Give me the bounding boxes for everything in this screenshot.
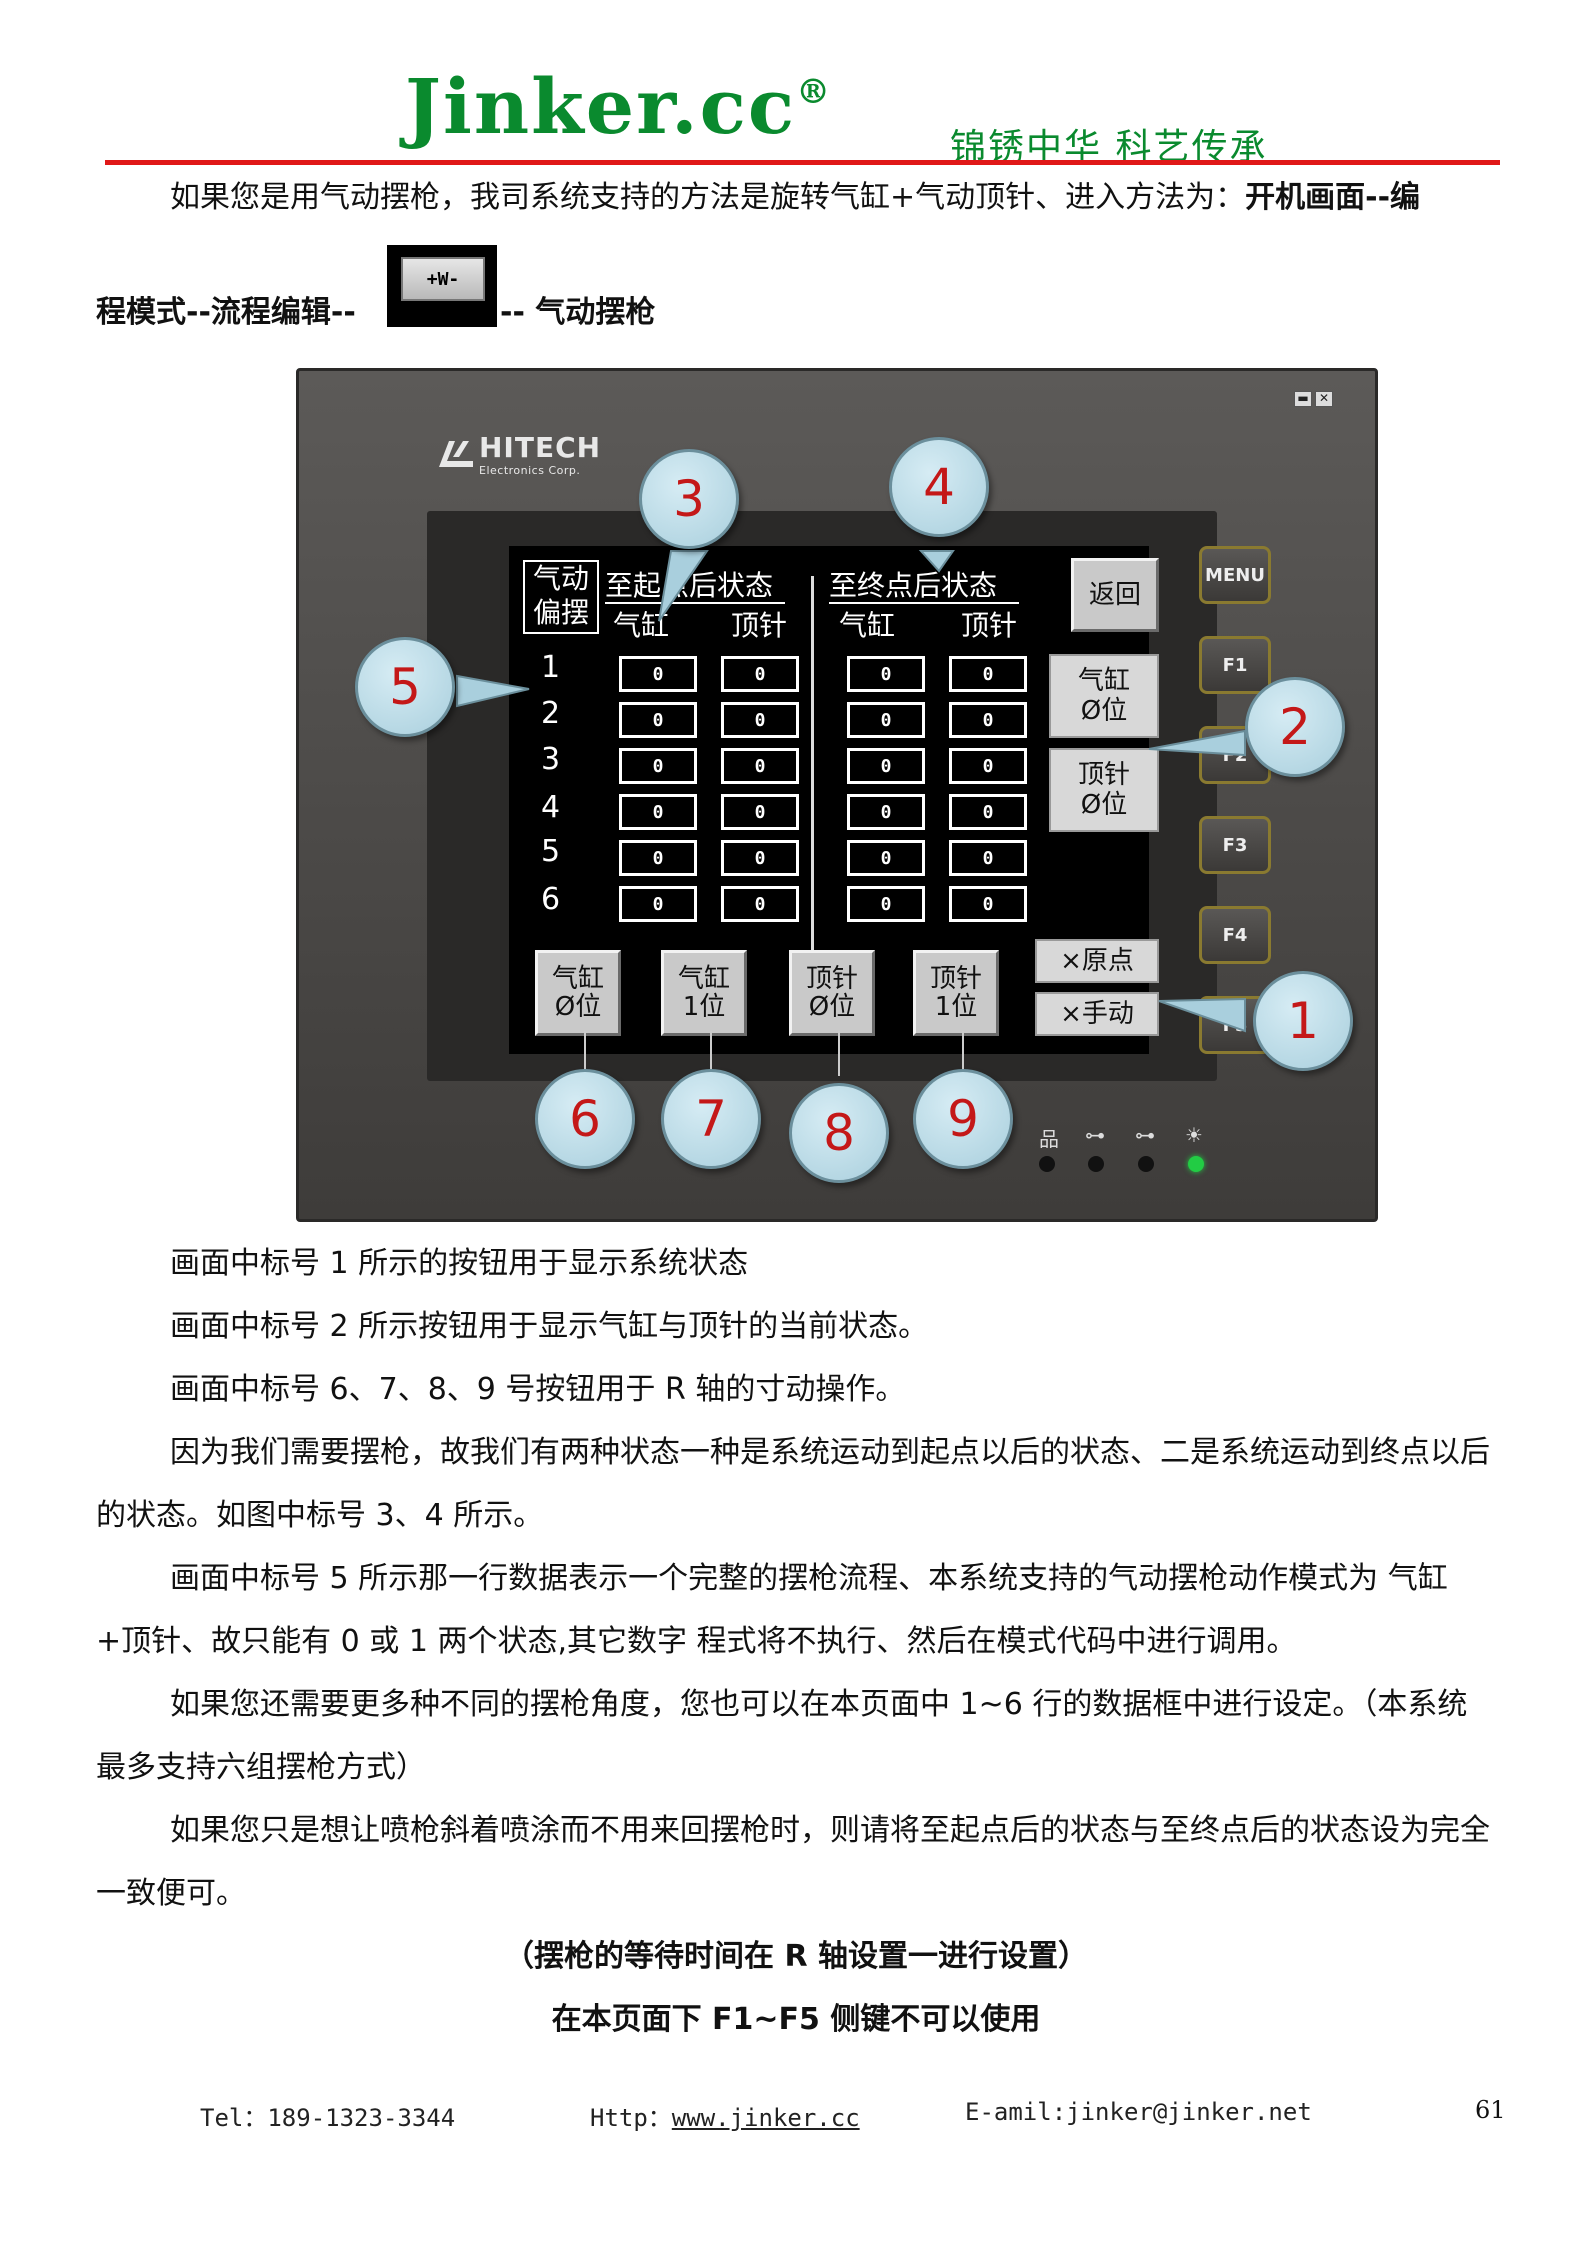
row-number: 3 [541,742,561,777]
inline-w-button-image: +W- [387,245,497,327]
data-cell-cylinder-start[interactable]: 0 [619,748,697,784]
f3-key[interactable]: F3 [1199,816,1271,874]
callout-1: 1 [1253,971,1353,1071]
site-logo: Jinker.cc® [405,62,833,151]
data-cell-pin-start[interactable]: 0 [721,794,799,830]
data-cell-cylinder-start[interactable]: 0 [619,794,697,830]
led-power [1188,1156,1204,1172]
led-key-1 [1088,1156,1104,1172]
note-wait-time: （摆枪的等待时间在 R 轴设置一进行设置） [504,1939,1088,1974]
data-cell-cylinder-end[interactable]: 0 [847,886,925,922]
footer-http: Http：www.jinker.cc [590,2104,860,2132]
footer-tel: Tel：189-1323-3344 [200,2104,456,2132]
paragraph-1: 画面中标号 1 所示的按钮用于显示系统状态 [170,1246,749,1281]
data-cell-cylinder-start[interactable]: 0 [619,656,697,692]
minimize-icon[interactable]: ▬ [1294,391,1312,407]
callout-7: 7 [661,1069,761,1169]
paragraph-7: 如果您只是想让喷枪斜着喷涂而不用来回摆枪时，则请将至起点后的状态与至终点后的状态… [96,1813,1490,1911]
manual-status-button: ×手动 [1035,992,1159,1036]
data-cell-pin-start[interactable]: 0 [721,886,799,922]
group-start-label: 至起点后状态 [605,569,774,602]
origin-status-button: ×原点 [1035,939,1159,983]
menu-key[interactable]: MENU [1199,546,1271,604]
return-button[interactable]: 返回 [1071,558,1159,632]
data-cell-pin-end[interactable]: 0 [949,794,1027,830]
paragraph-2: 画面中标号 2 所示按钮用于显示气缸与顶针的当前状态。 [170,1309,929,1344]
paragraph-4: 因为我们需要摆枪，故我们有两种状态一种是系统运动到起点以后的状态、二是系统运动到… [96,1435,1490,1533]
group-divider [811,576,814,956]
close-icon[interactable]: ✕ [1315,391,1333,407]
data-cell-cylinder-end[interactable]: 0 [847,748,925,784]
data-cell-cylinder-end[interactable]: 0 [847,794,925,830]
callout-4: 4 [889,437,989,537]
data-cell-cylinder-end[interactable]: 0 [847,702,925,738]
callout-8: 8 [789,1083,889,1183]
data-cell-cylinder-start[interactable]: 0 [619,886,697,922]
page-number: 61 [1475,2096,1506,2124]
led-key-2 [1138,1156,1154,1172]
intro-line-2a: 程模式--流程编辑-- [96,295,356,330]
row-number: 4 [541,790,561,825]
data-cell-pin-start[interactable]: 0 [721,702,799,738]
key-icon: ⊶ [1135,1123,1155,1147]
row-number: 1 [541,650,561,685]
callout-9: 9 [913,1069,1013,1169]
power-icon: ☀ [1185,1123,1203,1147]
header-divider [105,160,1500,165]
hitech-logo-icon [439,441,473,467]
row-number: 6 [541,882,561,917]
col-pin-end: 顶针 [961,609,1018,642]
data-cell-pin-start[interactable]: 0 [721,840,799,876]
callout-5: 5 [355,637,455,737]
paragraph-5: 画面中标号 5 所示那一行数据表示一个完整的摆枪流程、本系统支持的气动摆枪动作模… [96,1561,1448,1659]
note-side-keys: 在本页面下 F1~F5 侧键不可以使用 [551,2002,1041,2037]
data-cell-pin-start[interactable]: 0 [721,748,799,784]
data-cell-pin-end[interactable]: 0 [949,748,1027,784]
data-cell-pin-end[interactable]: 0 [949,656,1027,692]
f1-key[interactable]: F1 [1199,636,1271,694]
footer-email: E-amil:jinker@jinker.net [965,2098,1312,2126]
f4-key[interactable]: F4 [1199,906,1271,964]
data-cell-pin-end[interactable]: 0 [949,840,1027,876]
data-cell-pin-end[interactable]: 0 [949,702,1027,738]
data-cell-cylinder-start[interactable]: 0 [619,702,697,738]
data-cell-cylinder-end[interactable]: 0 [847,840,925,876]
data-cell-cylinder-start[interactable]: 0 [619,840,697,876]
callout-2: 2 [1245,677,1345,777]
col-cylinder-start: 气缸 [613,609,670,642]
hmi-device: ▬ ✕ HITECH Electronics Corp. 气动 偏摆 至起点后状… [296,368,1378,1222]
row-number: 2 [541,696,561,731]
paragraph-3: 画面中标号 6、7、8、9 号按钮用于 R 轴的寸动操作。 [170,1372,906,1407]
group-end-label: 至终点后状态 [829,569,998,602]
led-network [1039,1156,1055,1172]
hmi-screen: 气动 偏摆 至起点后状态 至终点后状态 气缸 顶针 气缸 顶针 返回 1 2 3… [509,546,1159,1054]
key-icon: ⊶ [1085,1123,1105,1147]
col-pin-start: 顶针 [731,609,788,642]
row-number: 5 [541,834,561,869]
intro-line-1: 如果您是用气动摆枪，我司系统支持的方法是旋转气缸+气动顶针、进入方法为：开机画面… [170,180,1421,215]
brand-label: HITECH Electronics Corp. [479,431,602,477]
paragraph-6: 如果您还需要更多种不同的摆枪角度，您也可以在本页面中 1~6 行的数据框中进行设… [96,1687,1468,1785]
data-cell-cylinder-end[interactable]: 0 [847,656,925,692]
screen-title-box: 气动 偏摆 [523,560,599,634]
data-cell-pin-start[interactable]: 0 [721,656,799,692]
callout-3: 3 [639,449,739,549]
group-end-underline [829,602,1019,604]
intro-line-2b: -- 气动摆枪 [500,295,656,330]
col-cylinder-end: 气缸 [839,609,896,642]
network-icon: 品 [1039,1127,1059,1151]
data-cell-pin-end[interactable]: 0 [949,886,1027,922]
callout-6: 6 [535,1069,635,1169]
footer-website-link[interactable]: www.jinker.cc [671,2104,860,2132]
